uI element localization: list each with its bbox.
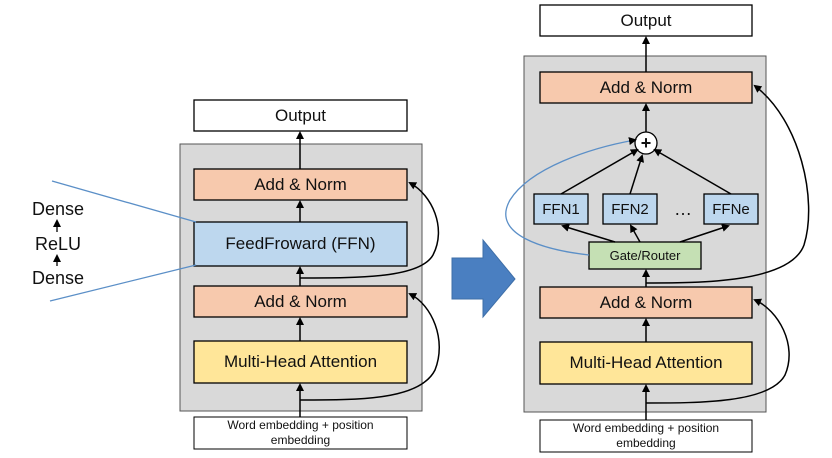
expert-box-e [703,193,759,225]
expert-to-sum-arrows [560,148,732,195]
left-residual-connections [299,182,440,401]
left-add-norm-bottom-label: Add & Norm [254,291,347,311]
left-output-label: Output [274,105,327,125]
dense-bottom-label: Dense [31,267,85,288]
right-add-norm-top-label: Add & Norm [599,77,693,97]
right-attention-box [539,341,753,385]
right-arrow-icon [451,238,516,319]
left-ffn-label: FeedFroward (FFN) [225,234,376,253]
relu-label: ReLU [34,233,82,254]
expert-label-1: FFN1 [542,200,580,218]
expert-label-2: FFN2 [611,200,649,218]
left-ffn-box [193,221,408,267]
right-output-box [539,4,753,37]
router-weight-line [505,137,637,256]
left-embedding-box [193,416,408,450]
right-add-norm-bottom-box [539,286,753,319]
left-embedding-label: Word embedding + position embedding [227,418,374,447]
left-add-norm-top-label: Add & Norm [254,174,347,194]
router-to-expert-arrows [561,223,730,243]
ffn-zoom-lines [49,180,197,302]
right-embedding-box [539,419,753,453]
left-attention-box [193,340,408,384]
router-label: Gate/Router [609,248,681,263]
right-attention-label: Multi-Head Attention [569,353,723,372]
right-output-label: Output [620,10,672,30]
experts-ellipsis: … [674,198,692,219]
dense-top-label: Dense [31,198,85,219]
right-residual-connections [645,84,810,404]
right-add-norm-top-box [539,71,753,104]
left-attention-label: Multi-Head Attention [223,352,378,371]
sum-node-label: + [640,132,652,153]
expert-label-e: FFNe [712,200,750,218]
right-add-norm-bottom-label: Add & Norm [599,292,693,312]
left-output-box [193,99,408,132]
expert-box-2 [602,193,658,225]
right-embedding-label: Word embedding + position embedding [572,421,720,450]
